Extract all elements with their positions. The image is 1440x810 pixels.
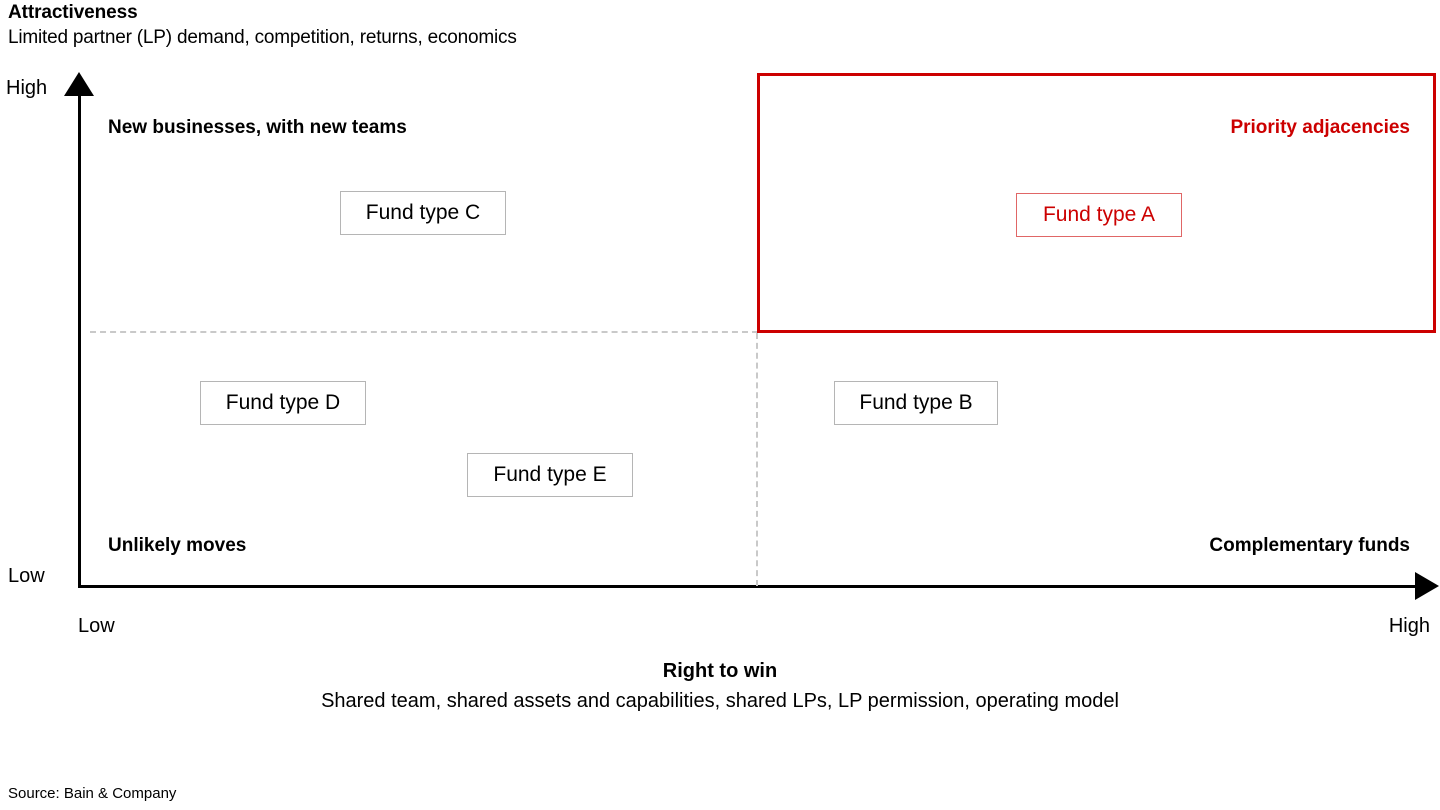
data-point-fund-type-c[interactable]: Fund type C — [340, 191, 506, 235]
data-point-fund-type-d[interactable]: Fund type D — [200, 381, 366, 425]
x-axis-low-label: Low — [78, 615, 115, 637]
x-axis-title: Right to win — [662, 660, 778, 682]
source-note: Source: Bain & Company — [8, 785, 177, 802]
quadrant-label-bottom-right: Complementary funds — [1209, 535, 1410, 556]
data-point-fund-type-b[interactable]: Fund type B — [834, 381, 998, 425]
page-title: Attractiveness — [8, 2, 138, 23]
page-subtitle: Limited partner (LP) demand, competition… — [8, 27, 517, 48]
quadrant-label-top-right: Priority adjacencies — [1230, 117, 1410, 138]
data-point-fund-type-e[interactable]: Fund type E — [467, 453, 633, 497]
y-axis-line — [78, 88, 81, 588]
priority-adjacencies-region — [757, 73, 1436, 333]
quadrant-label-top-left: New businesses, with new teams — [108, 117, 407, 138]
quadrant-divider-horizontal — [90, 331, 758, 333]
quadrant-label-bottom-left: Unlikely moves — [108, 535, 247, 556]
y-axis-high-label: High — [6, 77, 48, 99]
x-axis-subtitle: Shared team, shared assets and capabilit… — [321, 690, 1119, 712]
x-axis-arrow-icon — [1415, 572, 1439, 600]
x-axis-line — [78, 585, 1423, 588]
data-point-fund-type-a[interactable]: Fund type A — [1016, 193, 1182, 237]
quadrant-divider-vertical — [756, 333, 758, 586]
y-axis-low-label: Low — [8, 565, 45, 587]
x-axis-high-label: High — [1388, 615, 1430, 637]
